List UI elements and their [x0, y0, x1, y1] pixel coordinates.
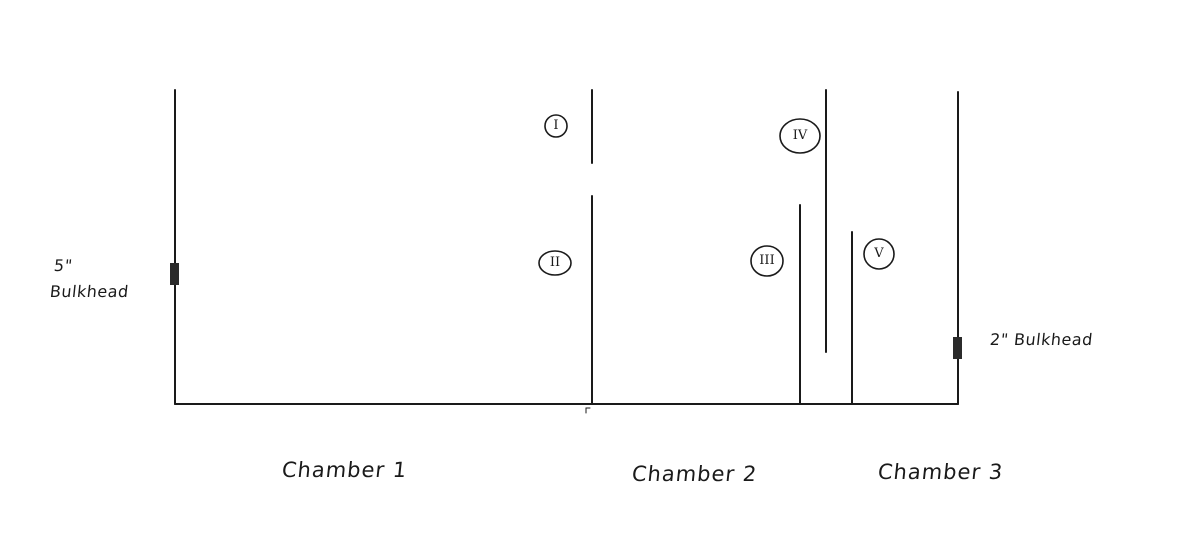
baffle-II-label: II	[549, 255, 561, 270]
bulkhead-2-label: 2" Bulkhead	[989, 330, 1094, 349]
baffle-V-circle	[863, 238, 895, 270]
bulkhead-2-fitting	[953, 337, 962, 359]
chamber-2-label: Chamber 2	[630, 462, 759, 486]
baffle-II-circle	[538, 250, 572, 276]
bulkhead-5-size-label: 5"	[53, 256, 74, 275]
bulkhead-5-fitting	[170, 263, 179, 285]
baffle-IV-circle	[779, 118, 821, 154]
baffle-I-label: I	[553, 118, 559, 133]
bulkhead-5-word-label: Bulkhead	[49, 282, 130, 301]
baffle-IV-label: IV	[792, 128, 808, 143]
chamber-3-label: Chamber 3	[876, 460, 1005, 484]
baffle-III-label: III	[759, 253, 775, 268]
baffle-I-circle	[544, 114, 568, 138]
chamber-1-label: Chamber 1	[280, 458, 409, 482]
baffle-V-label: V	[874, 246, 884, 261]
baffle-III-circle	[750, 245, 784, 277]
